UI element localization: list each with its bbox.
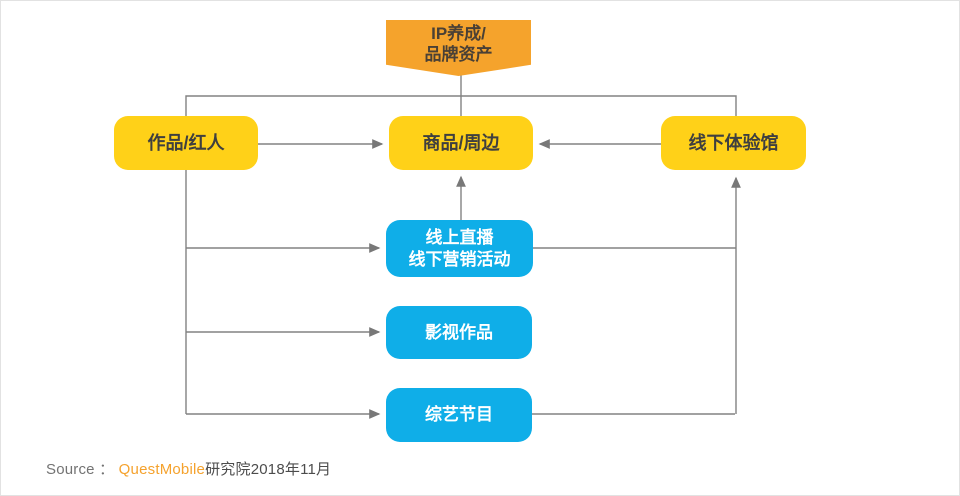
node-works-label: 作品/红人 <box>147 132 225 153</box>
node-works-influencers: 作品/红人 <box>114 116 258 170</box>
node-hall-label: 线下体验馆 <box>688 132 779 153</box>
node-goods-merch: 商品/周边 <box>389 116 533 170</box>
node-goods-label: 商品/周边 <box>422 132 500 153</box>
node-film-tv-works: 影视作品 <box>386 306 532 359</box>
node-live-label-line1: 线上直播 <box>425 228 494 248</box>
node-variety-label: 综艺节目 <box>425 405 493 425</box>
source-prefix: Source ： <box>46 461 115 478</box>
banner-label-line1: IP养成/ <box>431 23 486 43</box>
banner-label-line2: 品牌资产 <box>424 45 493 64</box>
node-ip-brand-banner: IP养成/ 品牌资产 <box>386 20 531 76</box>
node-online-live-offline-marketing: 线上直播 线下营销活动 <box>386 220 533 277</box>
source-attribution: Source ： QuestMobile研究院2018年11月 <box>46 458 331 479</box>
source-suffix: 研究院2018年11月 <box>205 461 332 478</box>
node-film-label: 影视作品 <box>425 322 493 342</box>
node-live-label-line2: 线下营销活动 <box>408 249 511 269</box>
node-offline-experience-hall: 线下体验馆 <box>661 116 806 170</box>
source-brand: QuestMobile <box>118 461 206 478</box>
node-variety-shows: 综艺节目 <box>386 388 532 442</box>
